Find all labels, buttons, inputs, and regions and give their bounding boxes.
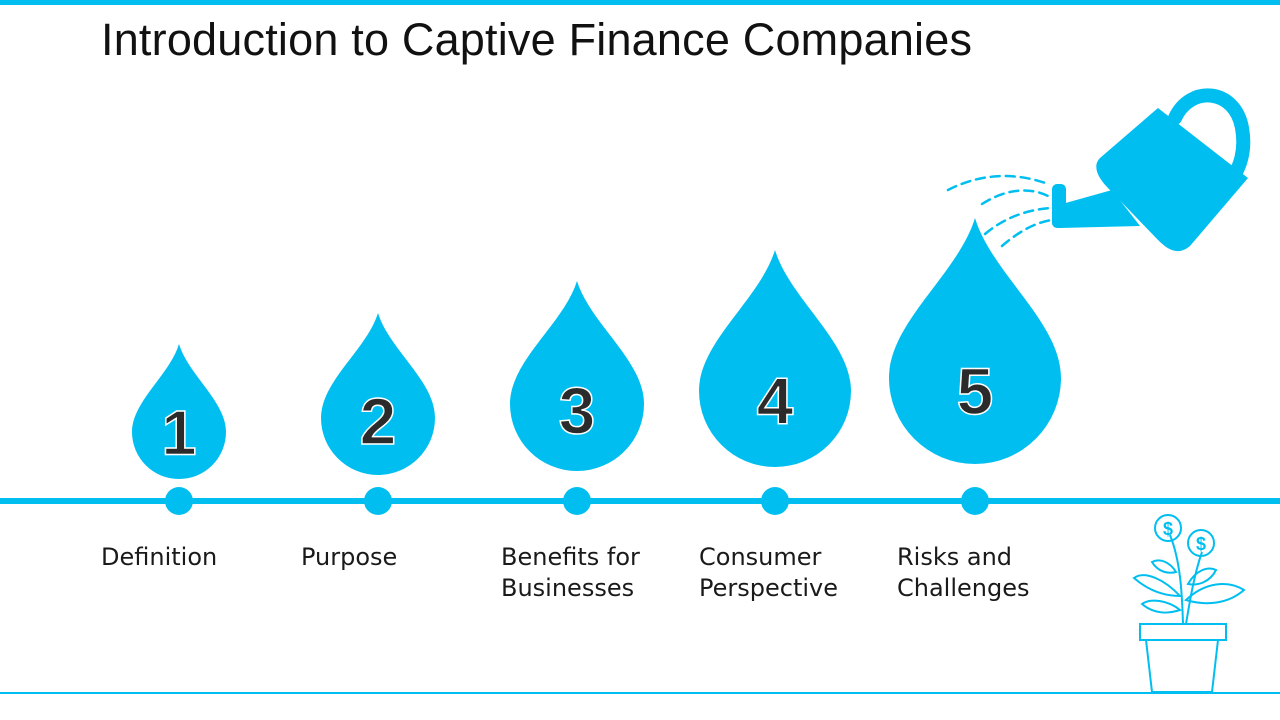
step-label: Risks and Challenges [897, 543, 1030, 602]
step-number: 3 [559, 374, 596, 448]
money-plant-icon [1132, 514, 1246, 693]
step-label: Benefits for Businesses [501, 543, 640, 602]
timeline-node [165, 487, 193, 515]
step-number: 4 [757, 363, 794, 437]
timeline-line [0, 498, 1280, 504]
step-label: Definition [101, 543, 218, 571]
timeline-node [761, 487, 789, 515]
timeline-node [961, 487, 989, 515]
step-drop-3 [510, 281, 644, 471]
step-label: Purpose [301, 543, 398, 571]
slide-title: Introduction to Captive Finance Companie… [101, 14, 973, 65]
watering-can-icon [946, 88, 1251, 252]
step-drop-4 [699, 250, 851, 467]
step-drop-1 [132, 344, 227, 480]
top-accent-bar [0, 0, 1280, 5]
step-label: Consumer Perspective [699, 543, 838, 602]
step-number: 5 [957, 354, 994, 428]
bottom-accent-line [0, 692, 1280, 694]
coin-dollar-symbol: $ [1196, 534, 1206, 554]
timeline-node [563, 487, 591, 515]
step-number: 2 [360, 384, 397, 458]
step-number: 1 [161, 399, 196, 469]
nodes-layer [165, 487, 989, 515]
timeline-node [364, 487, 392, 515]
coin-dollar-symbol: $ [1163, 519, 1173, 539]
step-drop-5 [889, 218, 1061, 464]
drops-layer: 1 2 3 4 5 [132, 218, 1061, 480]
step-drop-2 [321, 313, 435, 475]
